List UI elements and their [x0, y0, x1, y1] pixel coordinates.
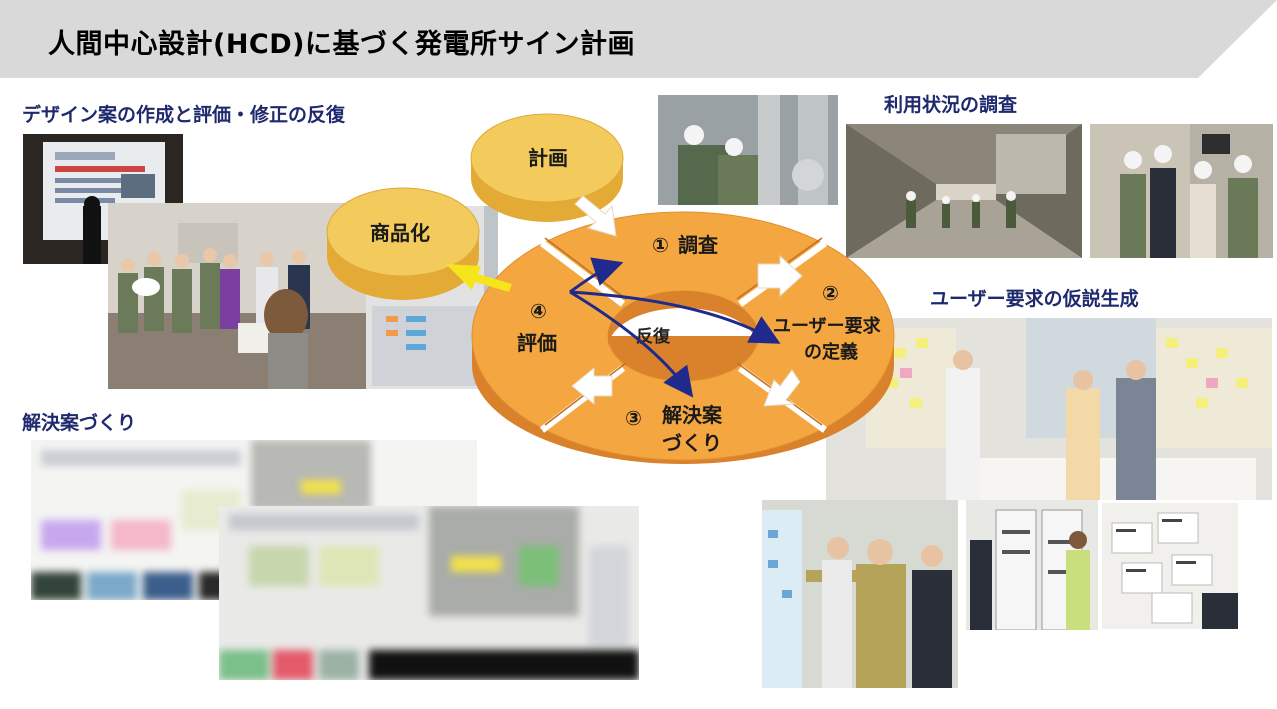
- plan-disc: 計画: [470, 113, 624, 222]
- step-1-label: 調査: [678, 233, 718, 257]
- step-2-num: ②: [822, 281, 839, 305]
- caption-design-iteration: デザイン案の作成と評価・修正の反復: [22, 104, 346, 126]
- plan-label: 計画: [528, 146, 568, 170]
- step-labels: ① 調査 ② ユーザー要求 の定義 ③ 解決案 づくり ④ 評価: [517, 233, 882, 455]
- photo-sticky-notes: [826, 318, 1272, 500]
- step-2-label2: の定義: [804, 341, 858, 363]
- photo-control-panel: [1090, 124, 1273, 258]
- step-1-num: ①: [652, 233, 669, 257]
- yellow-arrow-to-product: [446, 264, 512, 292]
- page-title: 人間中心設計(HCD)に基づく発電所サイン計画: [48, 29, 636, 60]
- step-3-label: 解決案: [662, 403, 723, 427]
- caption-solution: 解決案づくり: [22, 412, 137, 434]
- header-bar: [0, 0, 1277, 78]
- photo-group-meeting: [108, 203, 368, 389]
- caption-hypothesis: ユーザー要求の仮説生成: [930, 288, 1139, 310]
- photo-factory-pipes: [658, 95, 838, 205]
- product-disc: 商品化: [326, 187, 480, 300]
- iteration-arrows: [569, 257, 781, 398]
- step-4-label: 評価: [517, 331, 557, 355]
- photo-documents: [1102, 503, 1238, 629]
- step-3-label2: づくり: [662, 431, 722, 455]
- photo-pointing: [762, 500, 958, 688]
- photo-corridor: [846, 124, 1082, 258]
- photo-sign-panels: [966, 500, 1098, 630]
- flow-arrows: [571, 195, 803, 407]
- mockup-solution-2: [219, 506, 639, 680]
- product-label: 商品化: [370, 221, 430, 245]
- step-4-num: ④: [530, 299, 547, 323]
- caption-usage-survey: 利用状況の調査: [884, 94, 1018, 116]
- hcd-cycle-diagram: 計画 商品化 ① 調査 ② ユーザー要求 の定義 ③ 解決案 づくり ④ 評価: [326, 113, 895, 464]
- iterate-label: 反復: [636, 326, 671, 347]
- step-2-label: ユーザー要求: [773, 315, 882, 337]
- step-3-num: ③: [625, 406, 642, 430]
